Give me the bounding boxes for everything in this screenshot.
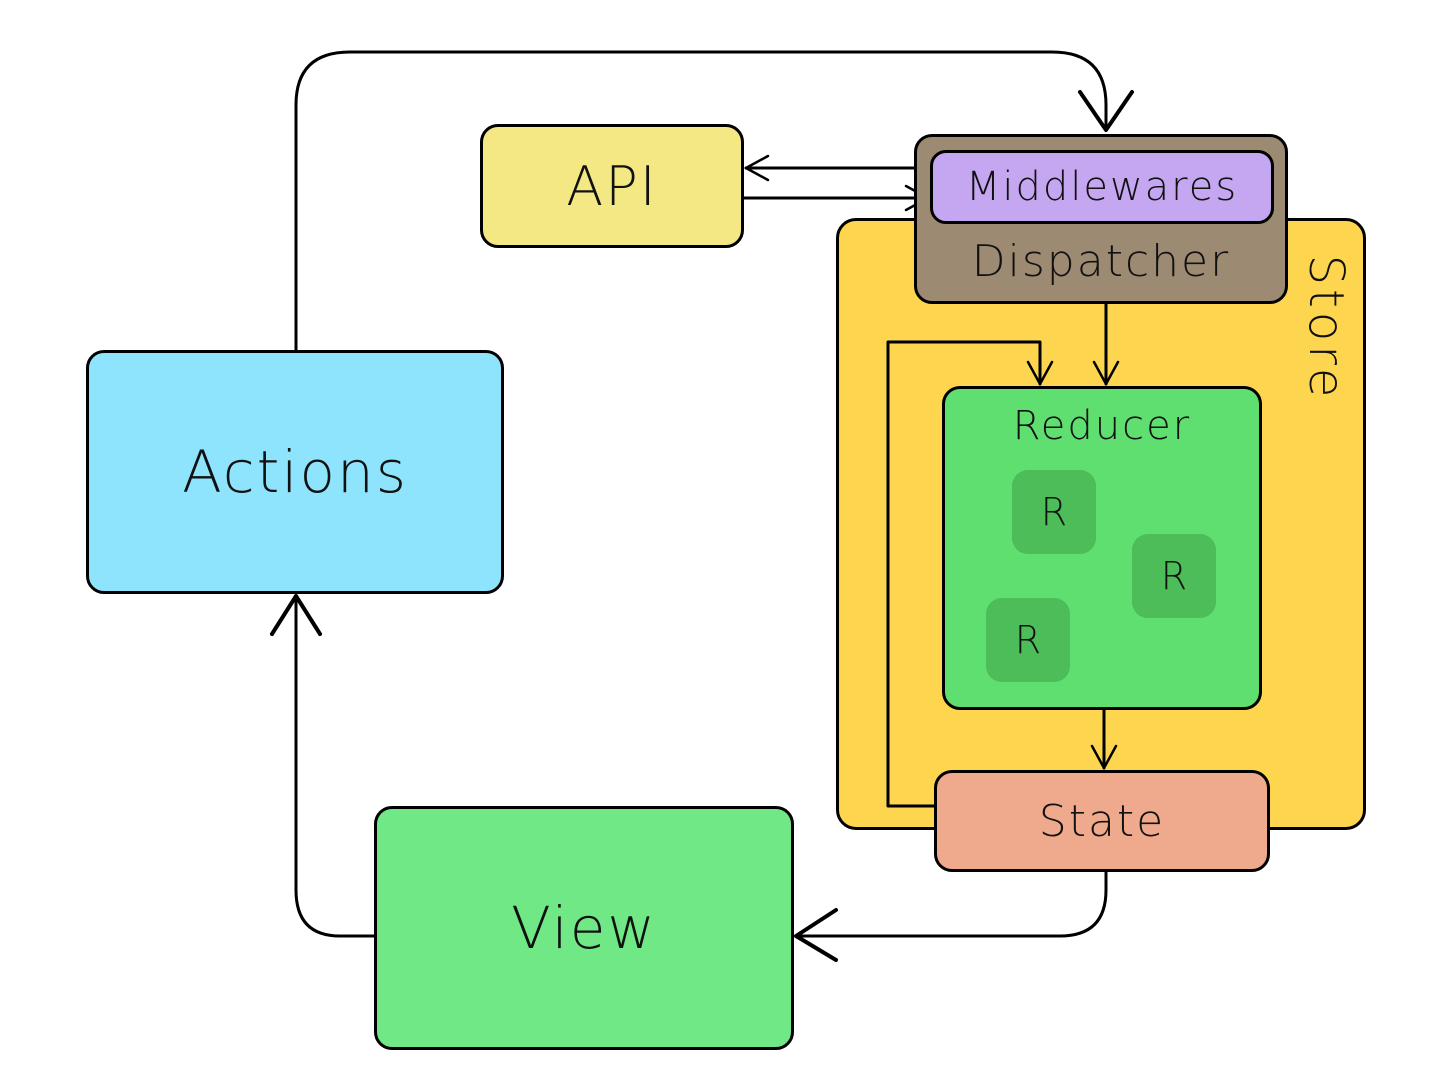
edge-state-to-reducer bbox=[886, 340, 1042, 808]
arrowhead-middlewares bbox=[1078, 90, 1134, 132]
arrowhead-state bbox=[1090, 744, 1118, 770]
dispatcher-label: Dispatcher bbox=[971, 236, 1231, 287]
middlewares-label: Middlewares bbox=[965, 164, 1239, 210]
api-label: API bbox=[566, 154, 658, 218]
reducer-label: Reducer bbox=[1012, 403, 1192, 449]
middlewares-box: Middlewares bbox=[930, 150, 1274, 224]
arrowhead-reducer-from-dispatcher bbox=[1092, 360, 1120, 386]
arrowhead-view bbox=[794, 908, 838, 962]
actions-box: Actions bbox=[86, 350, 504, 594]
state-label: State bbox=[1038, 795, 1166, 847]
view-label: View bbox=[511, 894, 657, 962]
sub-reducer-2: R bbox=[1132, 534, 1216, 618]
edge-view-to-actions bbox=[294, 594, 376, 938]
edge-state-to-view bbox=[794, 870, 1108, 938]
edge-actions-to-middlewares bbox=[294, 50, 1108, 352]
arrowhead-reducer-from-state bbox=[1026, 360, 1054, 386]
actions-label: Actions bbox=[182, 438, 408, 506]
state-box: State bbox=[934, 770, 1270, 872]
arrowhead-actions bbox=[270, 594, 322, 636]
arrowhead-api bbox=[744, 154, 770, 182]
sub-reducer-3: R bbox=[986, 598, 1070, 682]
sub-reducer-1: R bbox=[1012, 470, 1096, 554]
view-box: View bbox=[374, 806, 794, 1050]
api-box: API bbox=[480, 124, 744, 248]
